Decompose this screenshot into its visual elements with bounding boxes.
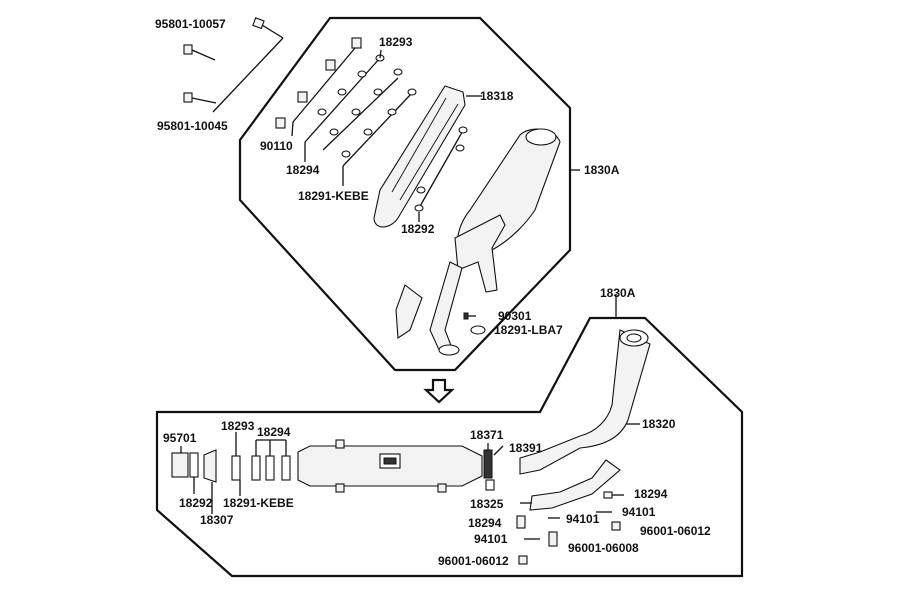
label-90301: 90301	[498, 309, 532, 323]
long-bolt-lower	[183, 92, 217, 104]
label-1830a-top: 1830A	[584, 163, 620, 177]
header-pipe-upper	[429, 261, 463, 353]
label-1830a-bottom: 1830A	[600, 286, 636, 300]
label-18325: 18325	[470, 497, 504, 511]
gasket-bottom-c	[281, 455, 291, 481]
label-95701: 95701	[163, 431, 197, 445]
label-18291-lba7: 18291-LBA7	[494, 323, 563, 337]
gasket-bottom-b	[265, 455, 275, 481]
pipe-heat-guard	[395, 284, 423, 339]
label-18391: 18391	[509, 441, 543, 455]
long-bolt-middle	[183, 44, 216, 61]
small-bolts-90110	[275, 37, 362, 129]
pipe-guard	[529, 459, 621, 511]
exhaust-pipe	[519, 329, 651, 475]
label-18291-kebe-top: 18291-KEBE	[298, 189, 369, 203]
gasket-bottom-a	[251, 455, 261, 481]
label-18371: 18371	[470, 428, 504, 442]
label-94101-right: 94101	[622, 505, 656, 519]
label-94101-mid: 94101	[566, 512, 600, 526]
muffler-bracket	[454, 214, 506, 293]
label-96001-06008: 96001-06008	[568, 541, 639, 555]
label-95801-10057: 95801-10057	[155, 17, 226, 31]
tail-cone	[203, 449, 217, 483]
label-18294-bottom: 18294	[257, 425, 291, 439]
label-18320: 18320	[642, 417, 676, 431]
label-96001-06012-left: 96001-06012	[438, 554, 509, 568]
heat-shield	[373, 85, 466, 228]
label-18293-top: 18293	[379, 35, 413, 49]
label-95801-10045: 95801-10045	[157, 119, 228, 133]
label-90110: 90110	[260, 139, 293, 153]
label-18292-top: 18292	[401, 222, 435, 236]
nut-bottom	[231, 455, 241, 481]
end-cap	[171, 452, 189, 478]
label-18293-bottom: 18293	[221, 419, 255, 433]
label-18294-top: 18294	[286, 163, 320, 177]
label-18292-bottom: 18292	[179, 496, 213, 510]
lower-frame	[155, 316, 744, 578]
label-18318: 18318	[480, 89, 514, 103]
label-94101-left: 94101	[474, 532, 508, 546]
washer-stack	[189, 452, 199, 478]
label-18294-right: 18294	[634, 487, 668, 501]
label-18307: 18307	[200, 513, 234, 527]
upper-frame-octagon	[238, 16, 572, 372]
label-96001-06012-right: 96001-06012	[640, 524, 711, 538]
long-bolt-upper	[252, 17, 284, 39]
label-18291-kebe-bottom: 18291-KEBE	[223, 496, 294, 510]
label-18294-left: 18294	[468, 516, 502, 530]
gasket-rings-upper	[317, 54, 417, 158]
down-arrow-icon	[423, 378, 455, 404]
clamp	[483, 449, 493, 479]
